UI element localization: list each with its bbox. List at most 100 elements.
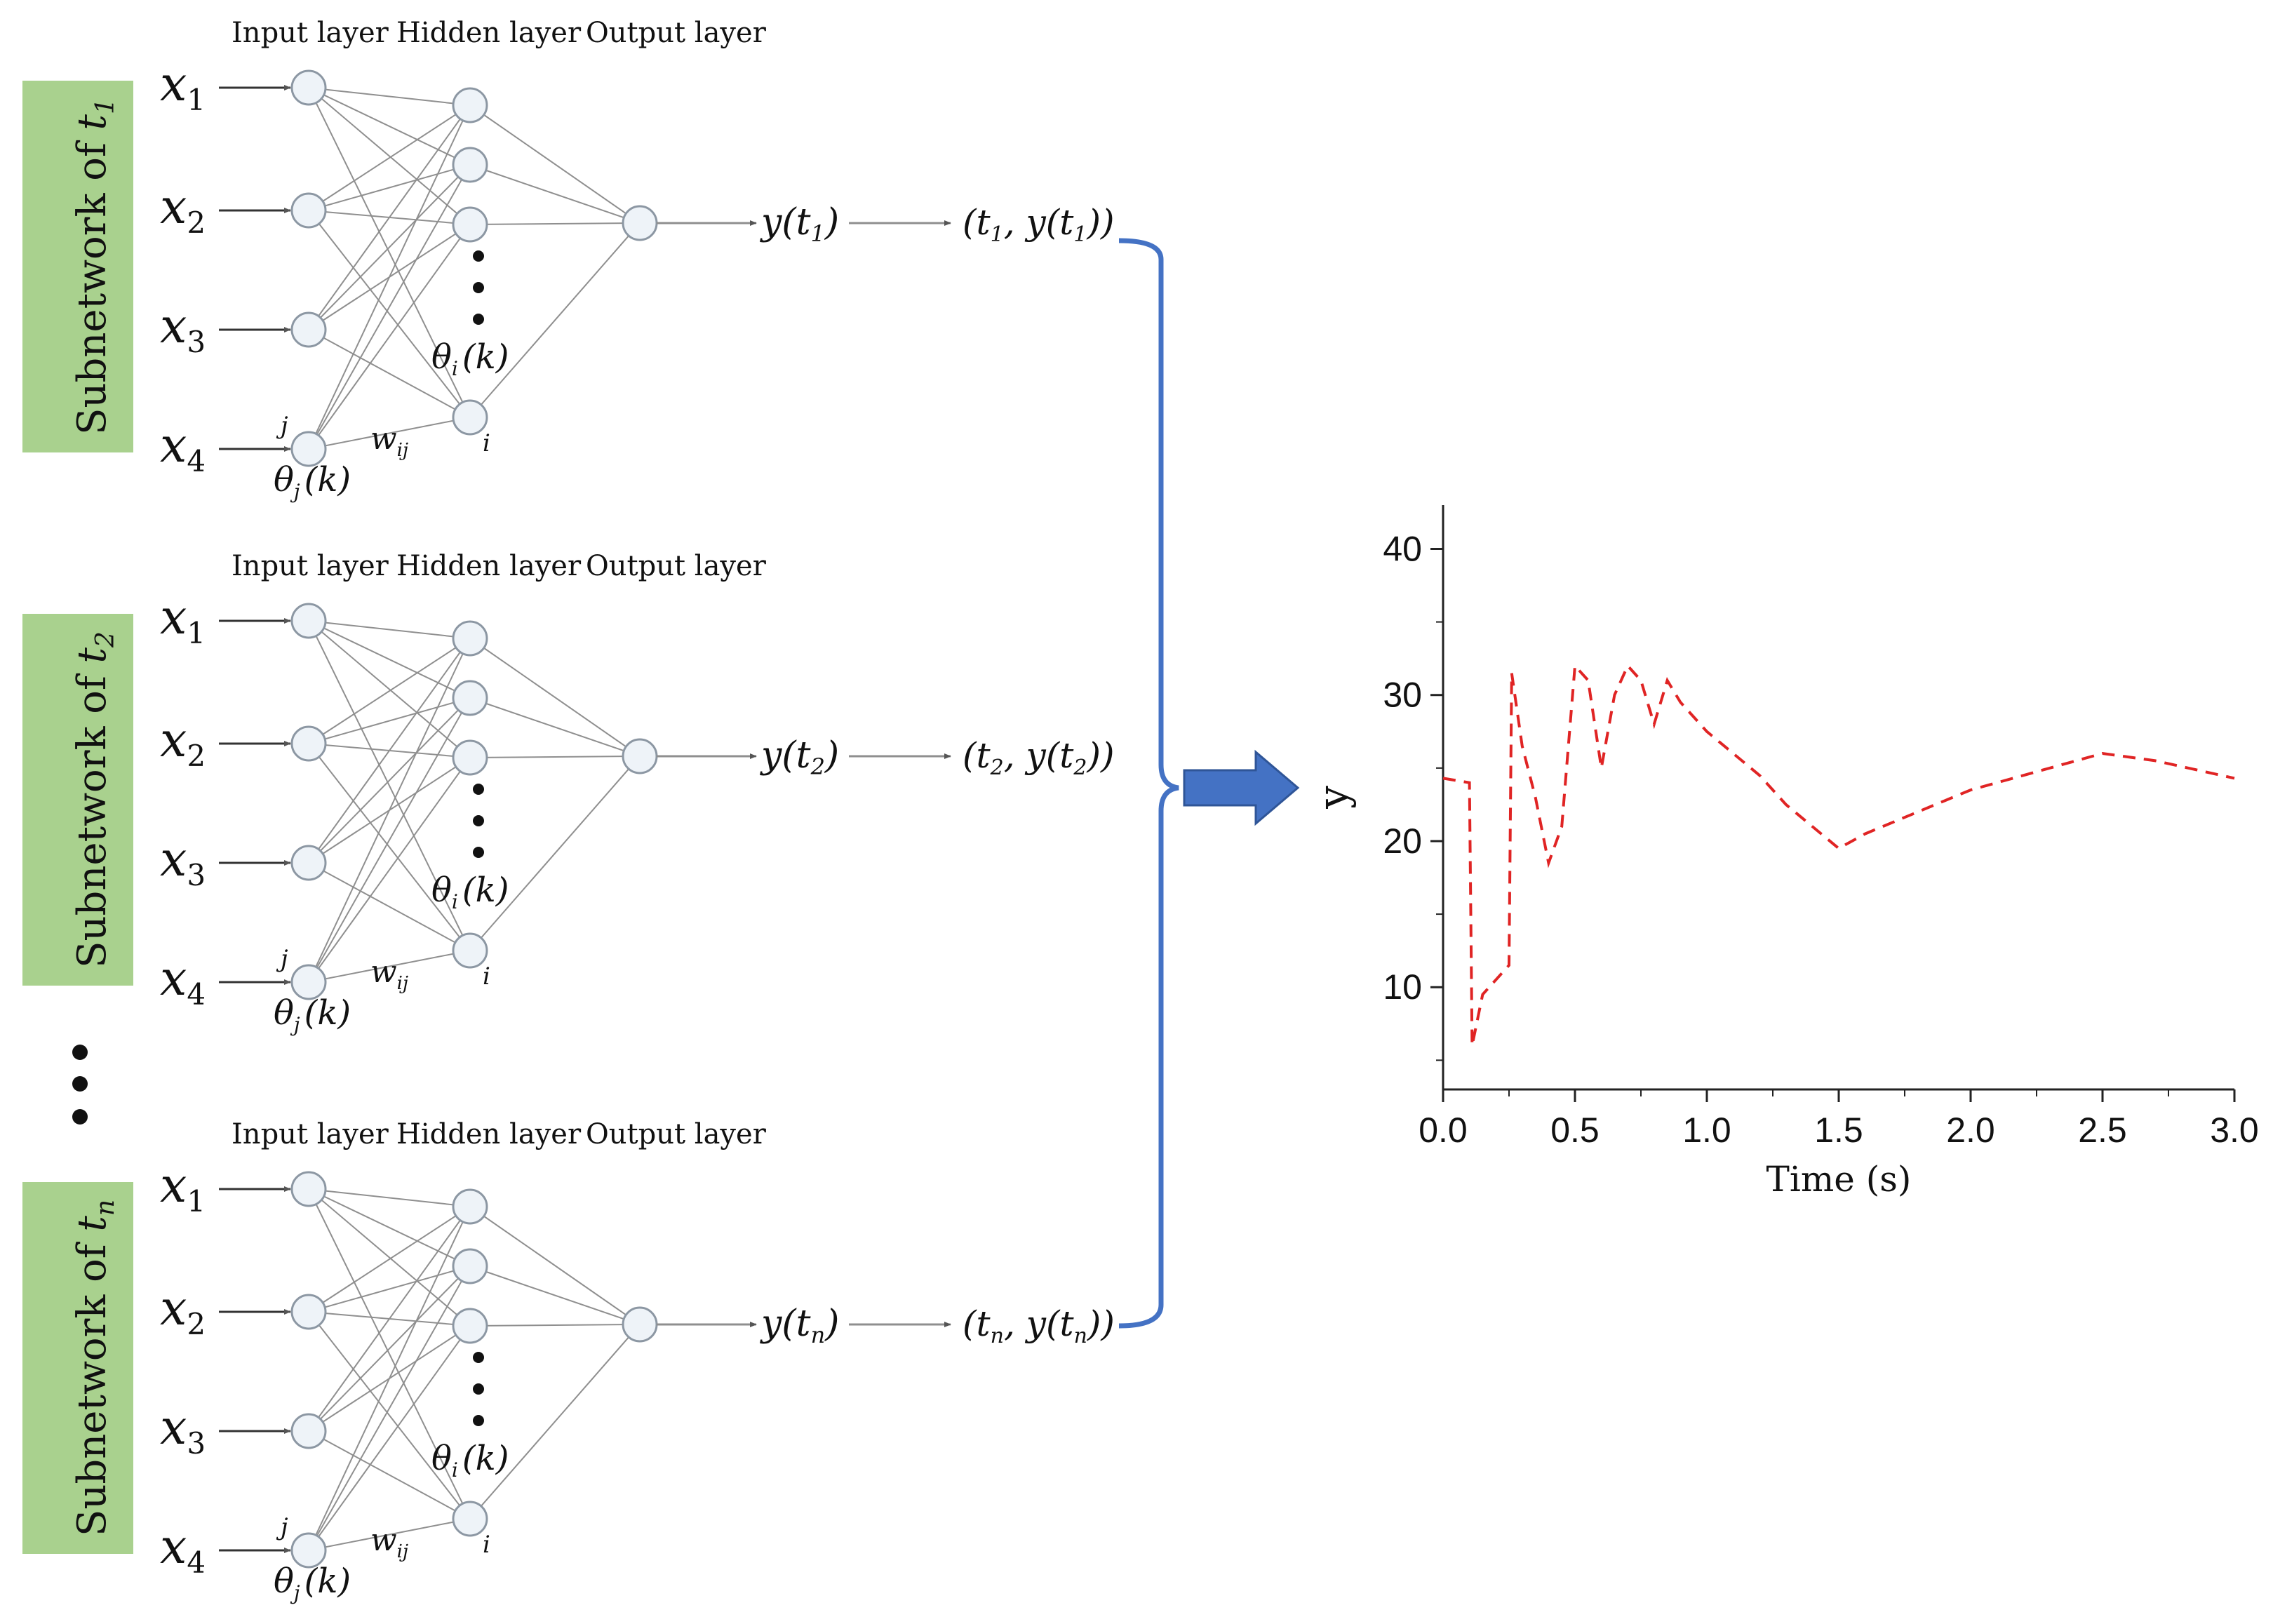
- subnetwork-label-text: Subnetwork of t1: [69, 98, 120, 435]
- output-value-label: y(tn): [760, 1303, 839, 1348]
- time-value-pair-label: (t2, y(t2)): [963, 735, 1114, 780]
- edge-input-hidden: [308, 638, 471, 864]
- edge-input-hidden: [308, 164, 471, 450]
- edge-hidden-output: [469, 222, 641, 225]
- edge-input-hidden: [308, 164, 471, 330]
- subnetwork-ellipsis-dot: [72, 1045, 88, 1060]
- edge-input-hidden: [308, 1430, 471, 1519]
- input-node: [290, 964, 327, 1000]
- x-tick-label: 2.0: [1946, 1110, 1995, 1150]
- input-label-x2: x2: [160, 713, 206, 773]
- edge-input-hidden: [308, 697, 471, 744]
- x-tick-label: 0.5: [1550, 1110, 1600, 1150]
- node-index-i: i: [483, 1531, 490, 1559]
- input-node: [290, 1413, 327, 1449]
- edge-input-hidden: [308, 1188, 471, 1207]
- edge-hidden-output: [469, 756, 641, 951]
- edge-hidden-output: [469, 1324, 641, 1327]
- edge-hidden-output: [469, 638, 641, 757]
- subnetwork-label-text: Subnetwork of tn: [69, 1200, 120, 1536]
- weight-label: wij: [370, 1522, 408, 1562]
- edge-input-hidden: [308, 1325, 471, 1551]
- input-label-x3: x3: [160, 1400, 206, 1461]
- edge-input-hidden: [308, 1188, 471, 1327]
- edge-hidden-output: [469, 1206, 641, 1325]
- edge-input-hidden: [308, 105, 471, 450]
- merge-arrow: [1183, 749, 1300, 826]
- output-value-label: y(t2): [760, 734, 839, 780]
- theta-i-label: θi(k): [431, 337, 509, 380]
- edge-input-hidden: [308, 950, 471, 983]
- weight-edges: [308, 1188, 641, 1551]
- input-node: [290, 1171, 327, 1207]
- layer-header-output: Output layer: [586, 17, 767, 49]
- output-node: [622, 1306, 658, 1343]
- input-label-x2: x2: [160, 180, 206, 240]
- hidden-node: [452, 206, 488, 243]
- theta-j-label: θj(k): [274, 460, 351, 503]
- ellipsis-dot: [473, 1352, 484, 1363]
- time-value-pair-label: (t1, y(t1)): [963, 202, 1114, 247]
- input-node: [290, 69, 327, 106]
- y-tick-label: 20: [1383, 821, 1422, 861]
- output-node: [622, 738, 658, 774]
- edge-hidden-output: [469, 756, 641, 758]
- input-node: [290, 192, 327, 229]
- edge-input-hidden: [308, 224, 471, 450]
- edge-input-hidden: [308, 1188, 471, 1519]
- edge-input-hidden: [308, 638, 471, 983]
- x-tick-label: 2.5: [2078, 1110, 2127, 1150]
- input-node: [290, 603, 327, 639]
- input-node: [290, 1294, 327, 1330]
- input-node: [290, 725, 327, 762]
- subnetwork-ellipsis-dot: [72, 1109, 88, 1125]
- layer-header-input: Input layer: [232, 1118, 389, 1150]
- edge-hidden-output: [469, 222, 641, 418]
- hidden-node: [452, 87, 488, 123]
- node-index-j: j: [276, 412, 288, 440]
- layer-header-hidden: Hidden layer: [396, 17, 582, 49]
- edge-input-hidden: [308, 862, 471, 951]
- edge-input-hidden: [308, 638, 471, 744]
- ellipsis-dot: [473, 784, 484, 795]
- input-node: [290, 311, 327, 348]
- input-label-x4: x4: [160, 418, 206, 478]
- edge-input-hidden: [308, 1266, 471, 1313]
- weight-label: wij: [370, 954, 408, 994]
- theta-i-label: θi(k): [431, 1439, 509, 1482]
- edge-input-hidden: [308, 105, 471, 330]
- edge-hidden-output: [469, 105, 641, 224]
- edge-input-hidden: [308, 757, 471, 983]
- edge-input-hidden: [308, 697, 471, 983]
- node-index-j: j: [276, 1513, 288, 1541]
- layer-header-output: Output layer: [586, 1118, 767, 1150]
- x-tick-label: 1.0: [1682, 1110, 1731, 1150]
- hidden-node: [452, 620, 488, 657]
- input-label-x1: x1: [160, 57, 206, 117]
- layer-header-hidden: Hidden layer: [396, 1118, 582, 1150]
- edge-input-hidden: [308, 1311, 471, 1519]
- node-index-j: j: [276, 945, 288, 973]
- output-node: [622, 205, 658, 241]
- node-index-i: i: [483, 962, 490, 991]
- input-label-x3: x3: [160, 832, 206, 892]
- output-value-label: y(t1): [760, 201, 839, 247]
- x-tick-label: 0.0: [1419, 1110, 1468, 1150]
- edge-input-hidden: [308, 417, 471, 450]
- layer-header-output: Output layer: [586, 550, 767, 582]
- edge-input-hidden: [308, 1206, 471, 1551]
- input-label-x4: x4: [160, 1519, 206, 1580]
- y-tick-label: 40: [1383, 529, 1422, 568]
- ellipsis-dot: [473, 250, 484, 262]
- edge-input-hidden: [308, 87, 471, 106]
- ellipsis-dot: [473, 314, 484, 325]
- edge-hidden-output: [469, 1266, 641, 1325]
- weight-edges: [308, 620, 641, 983]
- x-tick-label: 3.0: [2210, 1110, 2259, 1150]
- weight-label: wij: [370, 421, 408, 461]
